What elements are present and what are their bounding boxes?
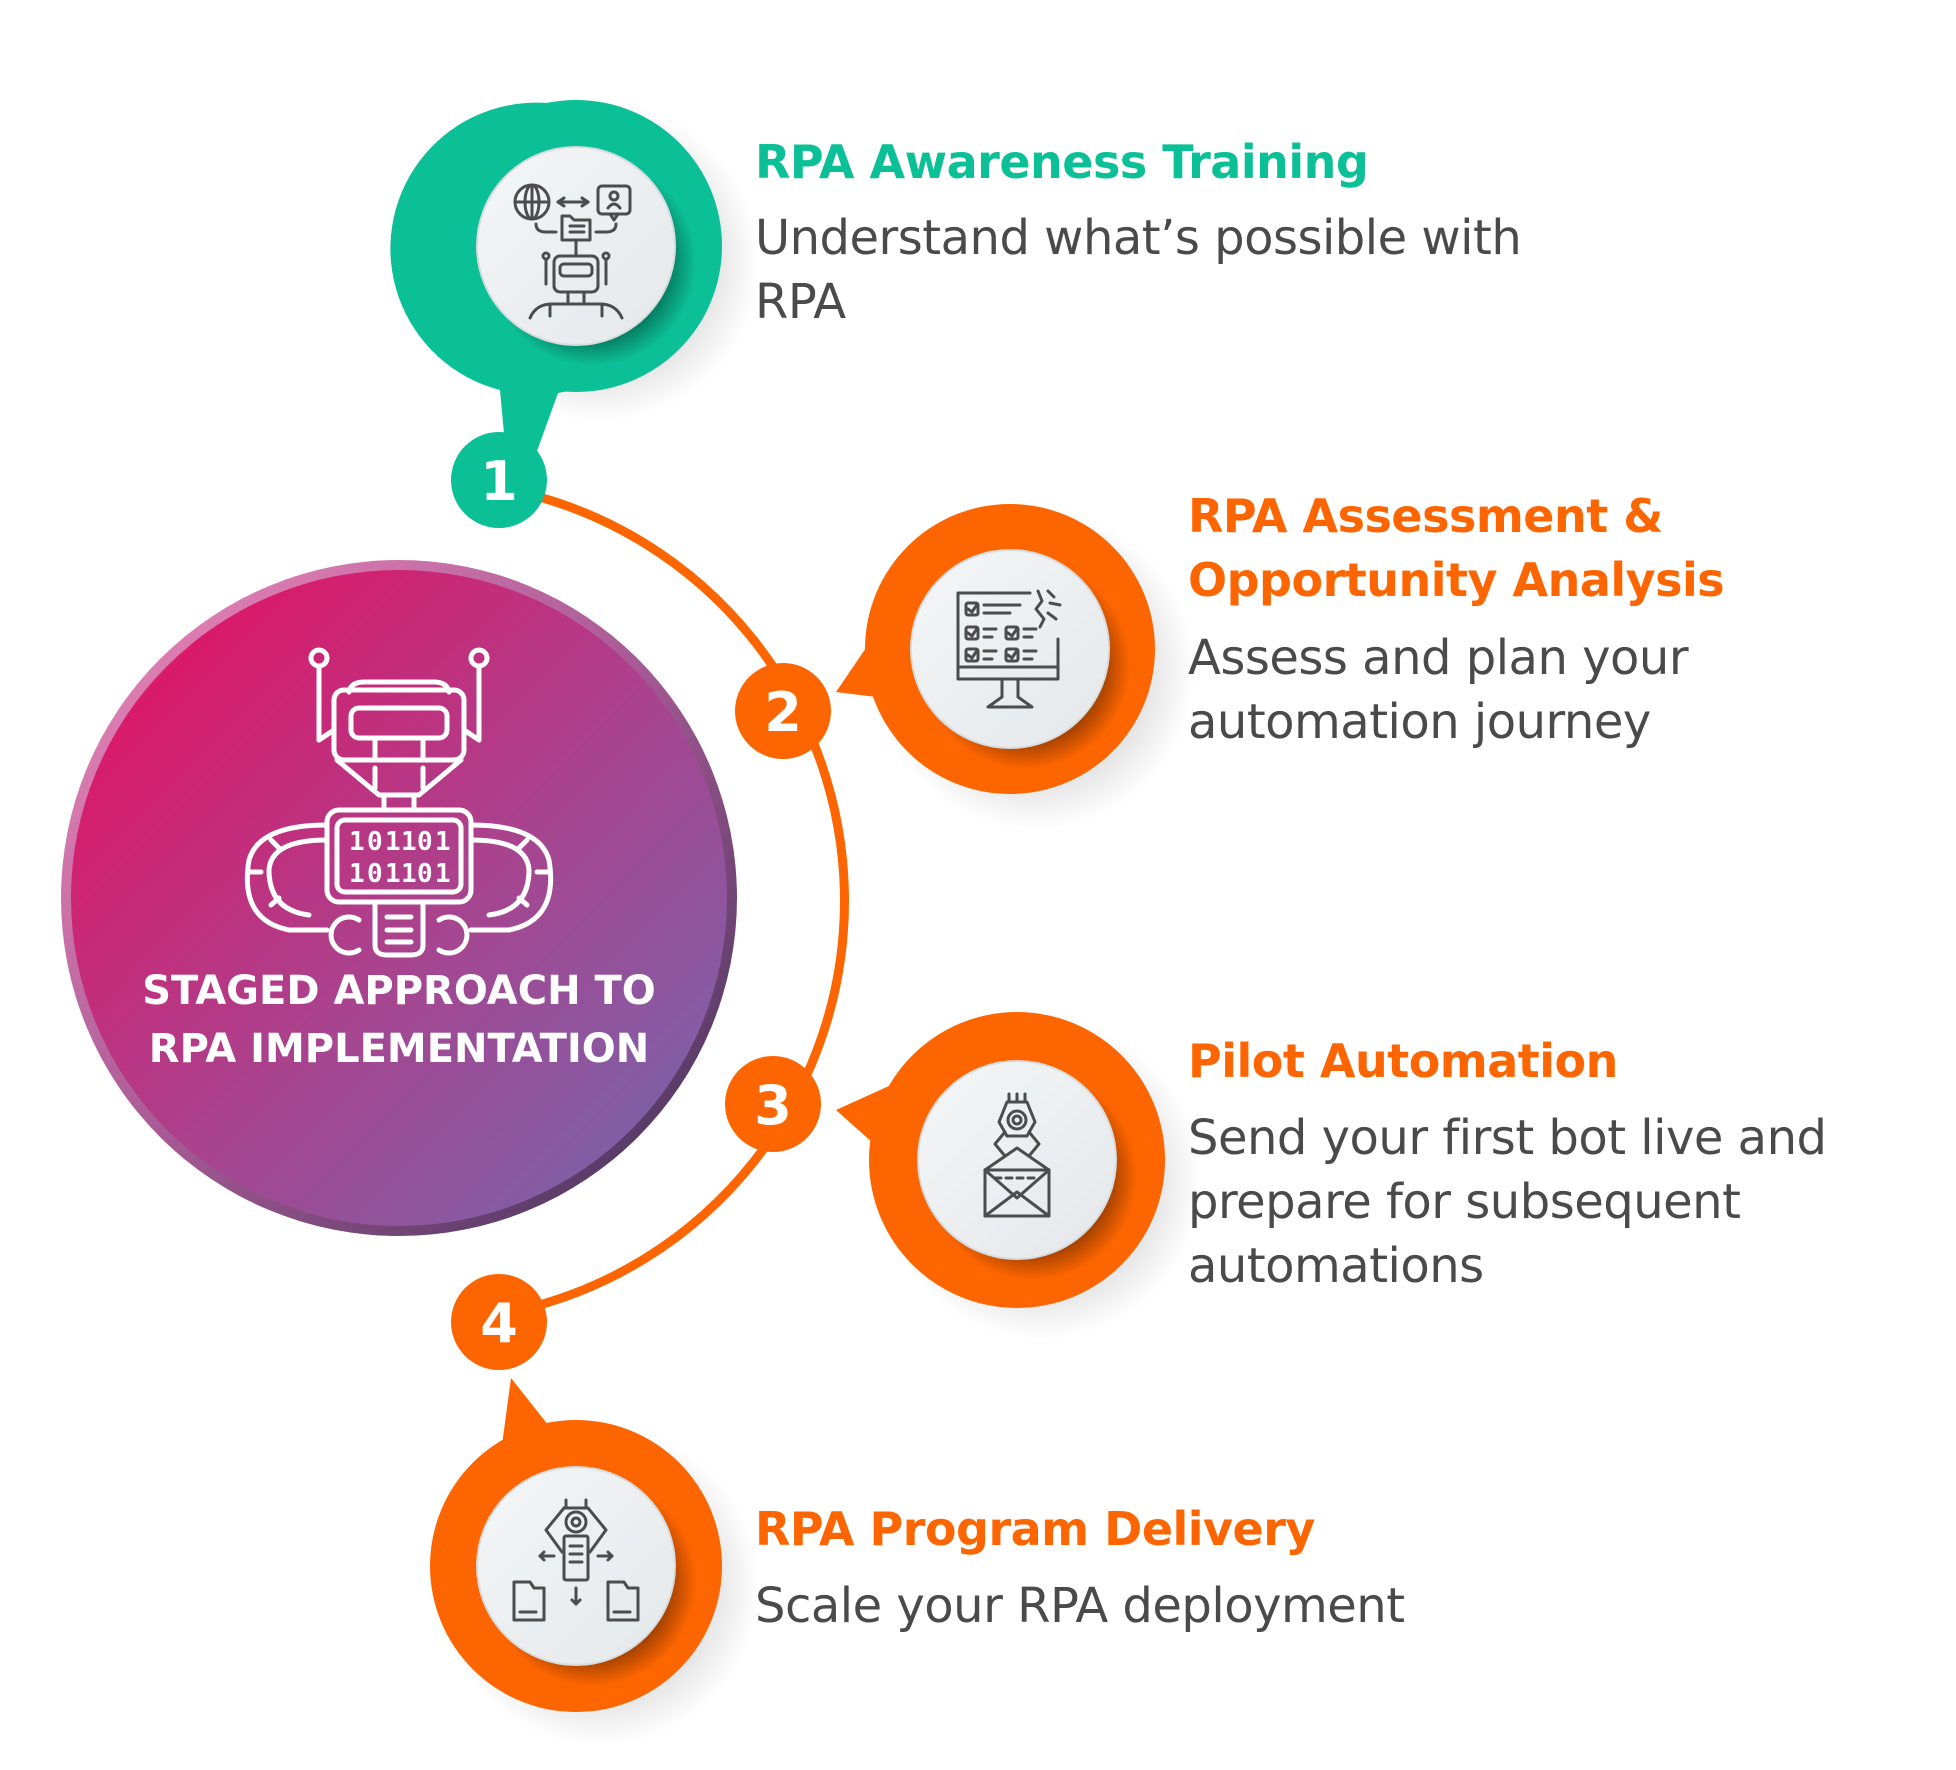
stage-1-title: RPA Awareness Training (755, 135, 1369, 189)
robot-arm-envelope-icon (983, 1092, 1051, 1218)
stage-1-number: 1 (480, 450, 518, 513)
stage-3-bubble (836, 1012, 1202, 1340)
svg-text:1: 1 (435, 859, 451, 889)
stage-3-number: 3 (754, 1074, 792, 1137)
timeline-arc (515, 487, 850, 1315)
stage-2-number: 2 (764, 681, 802, 744)
monitor-checklist-icon (956, 589, 1062, 709)
stage-1-description-line-1: Understand what’s possible with (755, 210, 1522, 266)
svg-text:1: 1 (349, 859, 365, 889)
stage-4-number: 4 (480, 1292, 518, 1355)
svg-text:0: 0 (367, 859, 383, 889)
svg-text:0: 0 (417, 827, 433, 857)
svg-text:0: 0 (367, 827, 383, 857)
robot-data-exchange-icon (513, 183, 632, 320)
stage-3-description-line-2: prepare for subsequent (1188, 1174, 1741, 1230)
svg-text:1: 1 (385, 827, 401, 857)
stage-2-bubble (836, 504, 1195, 830)
stage-2-description-line-2: automation journey (1188, 694, 1651, 750)
stage-4-description-line-1: Scale your RPA deployment (755, 1578, 1405, 1634)
stage-1-description-line-2: RPA (755, 274, 846, 330)
center-title-line-1: STAGED APPROACH TO (142, 968, 656, 1014)
stage-2-title-line-2: Opportunity Analysis (1188, 553, 1725, 607)
stage-2-title-line-1: RPA Assessment & (1188, 489, 1663, 543)
stage-1-number-badge: 1 (451, 432, 547, 528)
stage-2-number-badge: 2 (735, 663, 831, 759)
stage-2-description: Assess and plan your automation journey (1188, 626, 1689, 754)
stage-4-bubble (430, 1378, 760, 1746)
stage-4-title: RPA Program Delivery (755, 1502, 1315, 1556)
stage-1-bubble (390, 100, 760, 521)
stage-3-description-line-1: Send your first bot live and (1188, 1110, 1827, 1166)
svg-text:1: 1 (385, 859, 401, 889)
stage-3-description-line-3: automations (1188, 1238, 1484, 1294)
svg-text:0: 0 (417, 859, 433, 889)
svg-text:1: 1 (401, 827, 417, 857)
center-title: STAGED APPROACH TO RPA IMPLEMENTATION (99, 962, 699, 1078)
center-title-line-2: RPA IMPLEMENTATION (148, 1026, 650, 1072)
stage-1-description: Understand what’s possible with RPA (755, 206, 1522, 334)
stage-4-number-badge: 4 (451, 1274, 547, 1370)
stage-3-description: Send your first bot live and prepare for… (1188, 1106, 1827, 1298)
stage-2-description-line-1: Assess and plan your (1188, 630, 1689, 686)
svg-text:1: 1 (401, 859, 417, 889)
svg-text:1: 1 (349, 827, 365, 857)
stage-3-title: Pilot Automation (1188, 1034, 1618, 1088)
svg-text:1: 1 (435, 827, 451, 857)
robot-arm-folders-icon (512, 1498, 640, 1622)
stage-3-number-badge: 3 (725, 1056, 821, 1152)
stage-4-description: Scale your RPA deployment (755, 1574, 1405, 1638)
